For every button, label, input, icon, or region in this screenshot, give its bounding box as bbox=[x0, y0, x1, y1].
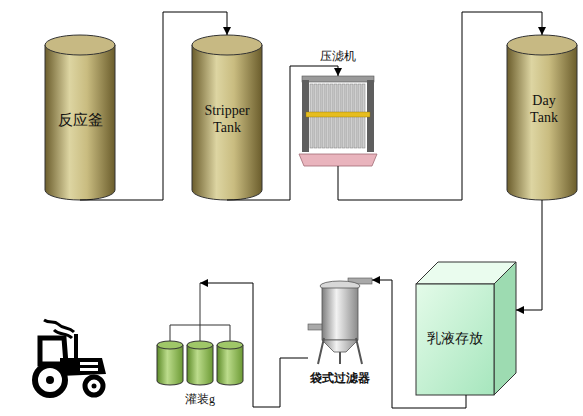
flow-arrow bbox=[338, 12, 542, 200]
flow-arrow bbox=[516, 200, 542, 310]
cylinder-shape bbox=[192, 35, 262, 200]
stripper-tank: Stripper Tank bbox=[192, 35, 262, 200]
emulsion-storage: 乳液存放 bbox=[416, 262, 516, 395]
cylinder-body bbox=[192, 45, 262, 200]
cylinder-shape bbox=[217, 341, 243, 385]
box-side-face bbox=[494, 262, 516, 395]
wheel-hub bbox=[46, 376, 54, 384]
cylinder-body bbox=[187, 345, 213, 385]
cylinder-body bbox=[217, 345, 243, 385]
wheel-hub bbox=[92, 384, 97, 389]
cylinder-top bbox=[157, 341, 183, 349]
front-wheel bbox=[85, 377, 103, 395]
flow-arrow bbox=[80, 12, 227, 200]
press-tray bbox=[299, 154, 377, 166]
cylinder-shape bbox=[507, 35, 577, 200]
filter-cone bbox=[322, 340, 358, 352]
filling-station: 灌装g bbox=[150, 283, 250, 385]
cylinder-body bbox=[507, 45, 577, 200]
cylinder-top bbox=[192, 35, 262, 55]
tractor-grille bbox=[80, 368, 98, 371]
filter-press-outline bbox=[302, 76, 374, 166]
cylinder-top bbox=[507, 35, 577, 55]
box-front-face bbox=[416, 284, 494, 395]
node-label: Stripper Tank bbox=[197, 55, 257, 185]
filter-housing bbox=[322, 288, 358, 340]
cylinder-body bbox=[45, 45, 115, 200]
filter-legs bbox=[318, 338, 362, 364]
flow-arrow bbox=[200, 283, 308, 407]
filter-press: 压滤机 bbox=[302, 76, 374, 166]
equipment-label: 袋式过滤器 bbox=[278, 370, 402, 387]
press-top-bar bbox=[302, 76, 374, 82]
filling-station-outline bbox=[150, 283, 250, 385]
equipment-label: 灌装g bbox=[120, 391, 280, 408]
flow-arrow bbox=[227, 66, 338, 200]
cylinder-top bbox=[187, 341, 213, 349]
bag-filter-outline bbox=[308, 272, 372, 364]
exhaust-pipe bbox=[74, 334, 78, 360]
press-rail bbox=[306, 112, 370, 117]
node-label: 乳液存放 bbox=[416, 284, 494, 395]
reactor-tank: 反应釜 bbox=[45, 35, 115, 200]
tractor-icon bbox=[35, 320, 106, 395]
day-tank: Day Tank bbox=[507, 35, 577, 200]
cylinder-shape bbox=[45, 35, 115, 200]
manifold-line bbox=[170, 283, 230, 341]
cylinder-body bbox=[157, 345, 183, 385]
emulsion-storage-outline bbox=[416, 262, 516, 395]
cylinder-top bbox=[217, 341, 243, 349]
equipment-label: 压滤机 bbox=[272, 48, 404, 65]
cylinder-shape bbox=[187, 341, 213, 385]
node-label: Day Tank bbox=[522, 55, 566, 165]
bag-filter: 袋式过滤器 bbox=[308, 272, 372, 364]
cylinder-top bbox=[45, 35, 115, 55]
node-label: 反应釜 bbox=[45, 55, 115, 185]
flow-arrow bbox=[372, 280, 466, 408]
cylinder-shape bbox=[157, 341, 183, 385]
smoke-wisp bbox=[44, 320, 74, 332]
tractor-body bbox=[60, 358, 106, 376]
rear-wheel bbox=[35, 365, 65, 395]
tractor-grille bbox=[80, 362, 98, 365]
